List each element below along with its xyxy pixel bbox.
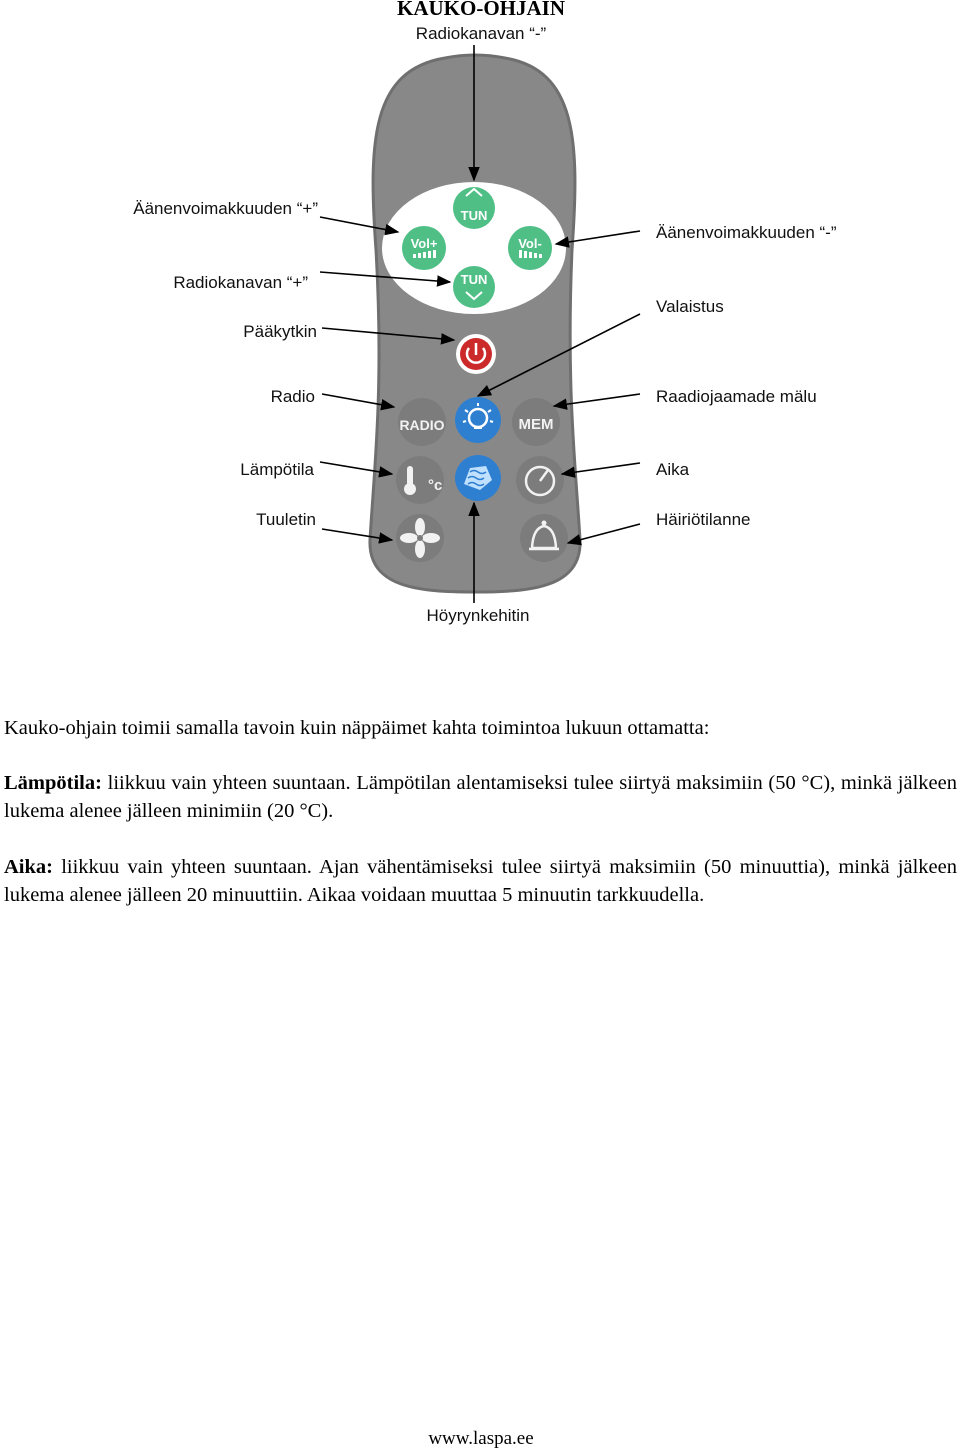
time-heading: Aika: bbox=[4, 856, 53, 878]
label-steam-generator: Höyrynkehitin bbox=[426, 606, 530, 625]
vol-plus-button[interactable]: Vol+ bbox=[402, 226, 446, 270]
label-radio-channel-plus: Radiokanavan “+” bbox=[173, 273, 308, 292]
leader-vol-minus bbox=[554, 230, 641, 248]
time-text: liikkuu vain yhteen suuntaan. Ajan vähen… bbox=[4, 856, 957, 906]
mem-button[interactable]: MEM bbox=[512, 398, 560, 446]
leader-time bbox=[560, 462, 641, 478]
celsius-label: °c bbox=[428, 477, 442, 494]
light-button[interactable] bbox=[455, 397, 501, 443]
remote-body bbox=[368, 53, 582, 594]
temperature-text: liikkuu vain yhteen suuntaan. Lämpötilan… bbox=[4, 772, 957, 822]
leader-main-switch bbox=[321, 327, 456, 345]
label-vol-minus: Äänenvoimakkuuden “-” bbox=[656, 223, 837, 242]
time-paragraph: Aika: liikkuu vain yhteen suuntaan. Ajan… bbox=[4, 853, 957, 909]
leader-fan bbox=[321, 528, 394, 544]
vol-plus-label: Vol+ bbox=[411, 236, 438, 251]
timer-button[interactable] bbox=[516, 456, 564, 504]
intro-paragraph: Kauko-ohjain toimii samalla tavoin kuin … bbox=[4, 717, 710, 739]
label-fan: Tuuletin bbox=[256, 510, 316, 529]
tun-down-button[interactable]: TUN bbox=[453, 266, 495, 308]
mem-button-label: MEM bbox=[519, 416, 554, 433]
temperature-paragraph: Lämpötila: liikkuu vain yhteen suuntaan.… bbox=[4, 769, 957, 825]
vol-minus-label: Vol- bbox=[518, 236, 542, 251]
label-time: Aika bbox=[656, 460, 690, 479]
tun-up-button[interactable]: TUN bbox=[453, 187, 495, 229]
leader-lighting bbox=[476, 313, 641, 397]
fan-button[interactable] bbox=[396, 514, 444, 562]
label-radio-channel-minus: Radiokanavan “-” bbox=[415, 24, 547, 43]
label-radio-memory: Raadiojaamade mälu bbox=[656, 387, 817, 406]
label-temperature: Lämpötila bbox=[240, 460, 314, 479]
leader-vol-plus bbox=[319, 216, 400, 236]
label-vol-plus: Äänenvoimakkuuden “+” bbox=[133, 199, 318, 218]
leader-radio-memory bbox=[552, 393, 641, 410]
radio-button[interactable]: RADIO bbox=[398, 398, 446, 446]
vol-minus-button[interactable]: Vol- bbox=[508, 226, 552, 270]
page-title: KAUKO-OHJAIN bbox=[397, 0, 565, 20]
leader-radio-channel-plus bbox=[319, 271, 452, 287]
footer-url[interactable]: www.laspa.ee bbox=[428, 1428, 534, 1449]
leader-radio bbox=[321, 393, 396, 411]
label-main-switch: Pääkytkin bbox=[243, 322, 317, 341]
remote-control-diagram: TUN Vol+ Vol- TUN RADIO bbox=[319, 45, 641, 603]
tun-down-label: TUN bbox=[461, 272, 488, 287]
alarm-button[interactable] bbox=[520, 514, 568, 562]
label-alarm: Häiriötilanne bbox=[656, 510, 751, 529]
temperature-heading: Lämpötila: bbox=[4, 772, 102, 794]
steam-button[interactable] bbox=[455, 455, 501, 501]
leader-temperature bbox=[319, 461, 394, 478]
power-button[interactable] bbox=[456, 334, 496, 374]
label-lighting: Valaistus bbox=[656, 297, 724, 316]
temperature-button[interactable]: °c bbox=[396, 456, 444, 504]
radio-button-label: RADIO bbox=[399, 417, 444, 433]
tun-up-label: TUN bbox=[461, 208, 488, 223]
label-radio: Radio bbox=[270, 387, 315, 406]
leader-alarm bbox=[566, 523, 641, 546]
